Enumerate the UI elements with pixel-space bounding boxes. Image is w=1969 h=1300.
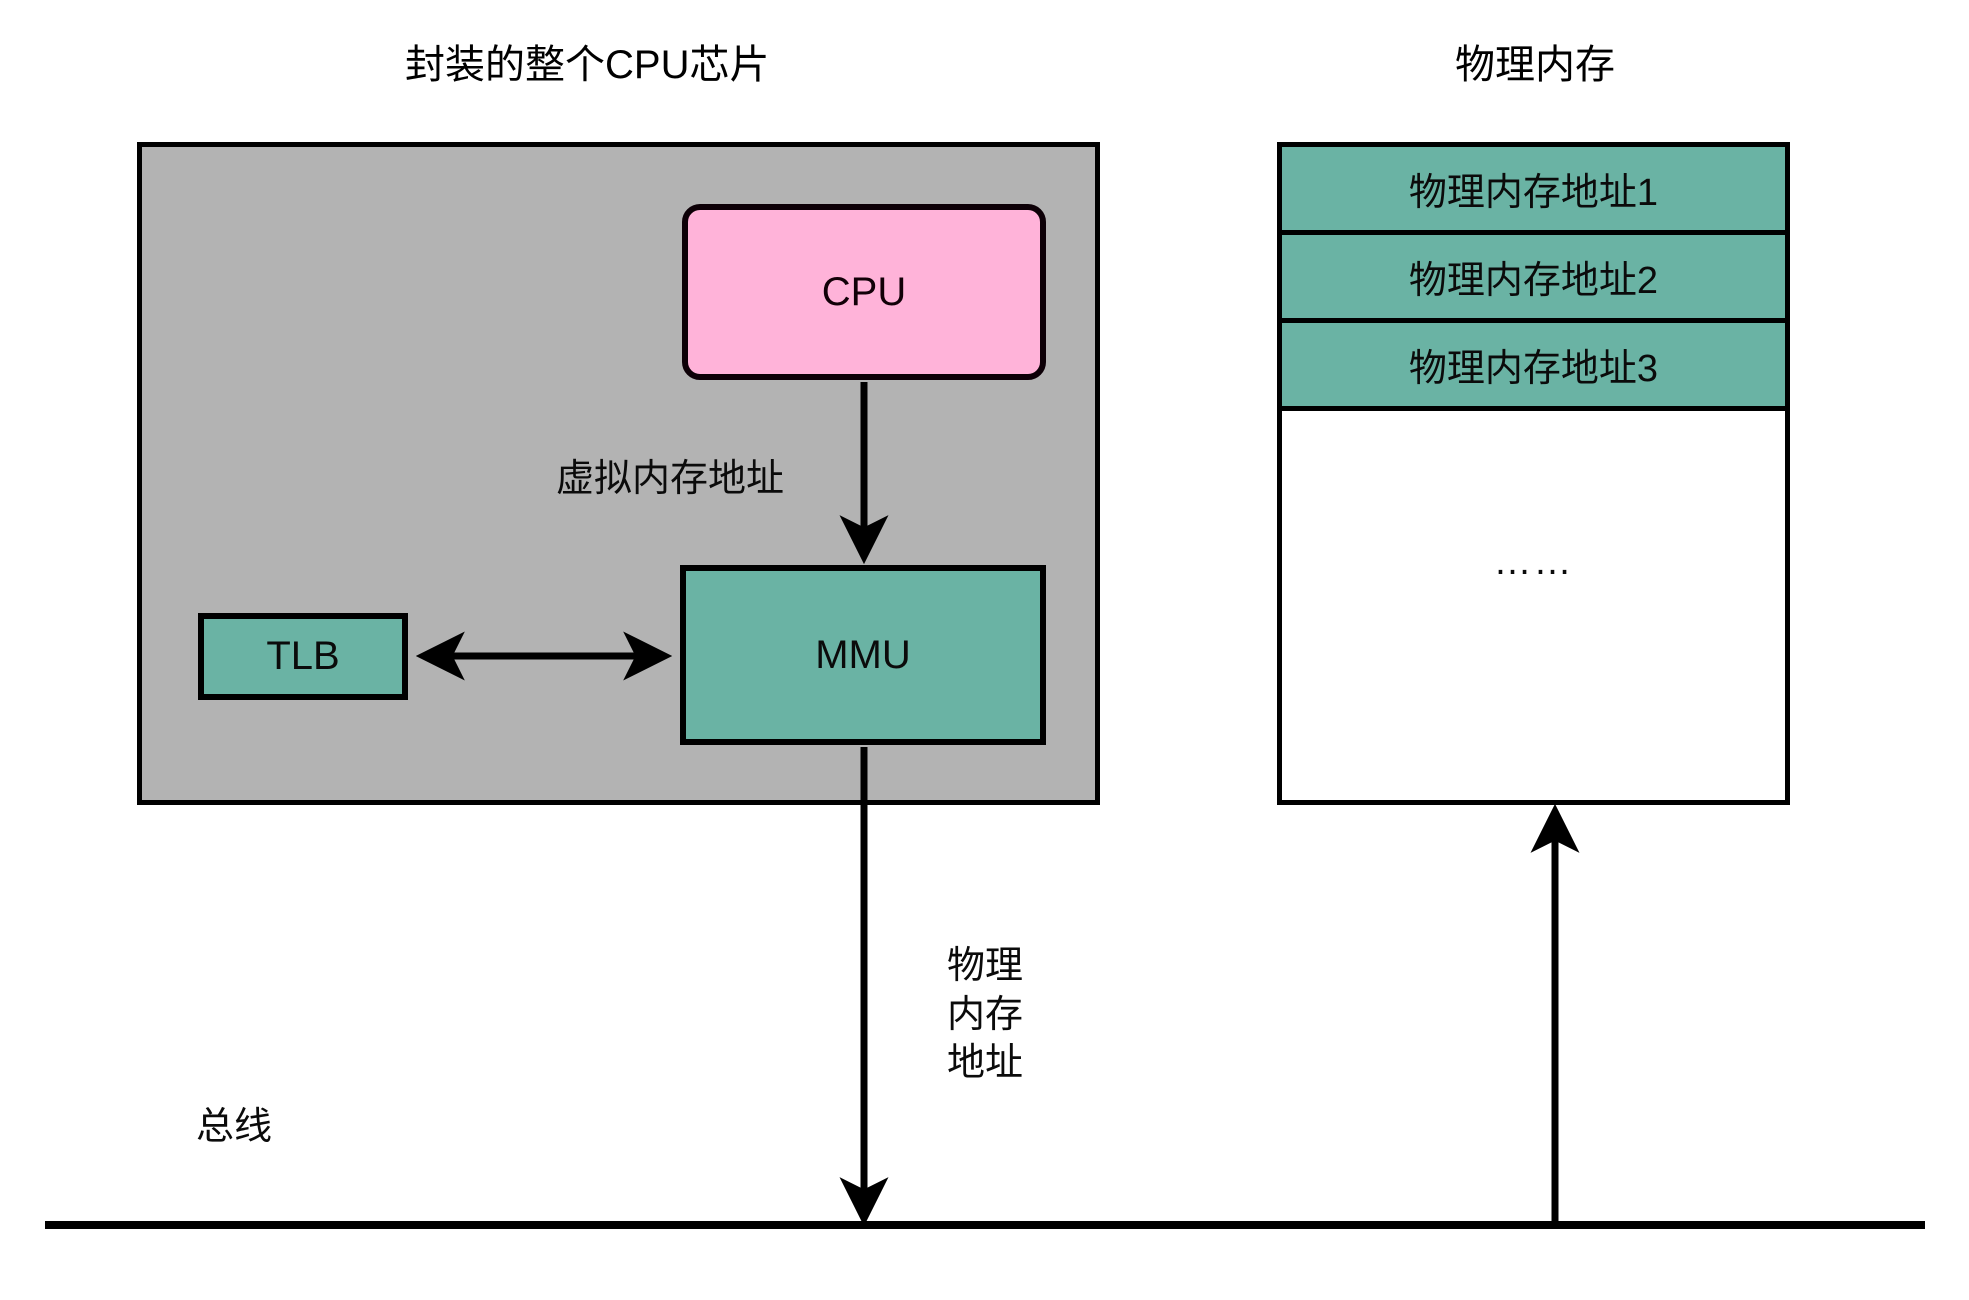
memory-ellipsis: …… <box>1493 541 1574 583</box>
virtual-address-label: 虚拟内存地址 <box>556 458 785 500</box>
bus-label: 总线 <box>196 1106 273 1148</box>
tlb-block-label: TLB <box>266 634 340 678</box>
chip-title: 封装的整个CPU芯片 <box>405 43 770 87</box>
mmu-block[interactable]: MMU <box>680 565 1046 745</box>
mmu-block-label: MMU <box>815 632 911 677</box>
cpu-block[interactable]: CPU <box>682 204 1046 380</box>
memory-row[interactable]: 物理内存地址1 <box>1282 147 1785 235</box>
memory-row[interactable]: 物理内存地址2 <box>1282 235 1785 323</box>
memory-row-label: 物理内存地址2 <box>1408 260 1659 302</box>
memory-remaining-area: …… <box>1282 411 1785 796</box>
memory-row-label: 物理内存地址3 <box>1408 348 1659 390</box>
physical-memory-block: 物理内存地址1 物理内存地址2 物理内存地址3 …… <box>1277 142 1790 805</box>
memory-row-label: 物理内存地址1 <box>1408 172 1659 214</box>
memory-row[interactable]: 物理内存地址3 <box>1282 323 1785 411</box>
tlb-block[interactable]: TLB <box>198 613 408 700</box>
physical-address-label: 物理 内存 地址 <box>935 942 1035 1088</box>
physical-address-line-3: 地址 <box>946 1042 1023 1085</box>
cpu-block-label: CPU <box>821 269 907 314</box>
physical-address-line-2: 内存 <box>946 993 1023 1036</box>
memory-title: 物理内存 <box>1455 43 1615 87</box>
physical-address-line-1: 物理 <box>946 945 1023 987</box>
